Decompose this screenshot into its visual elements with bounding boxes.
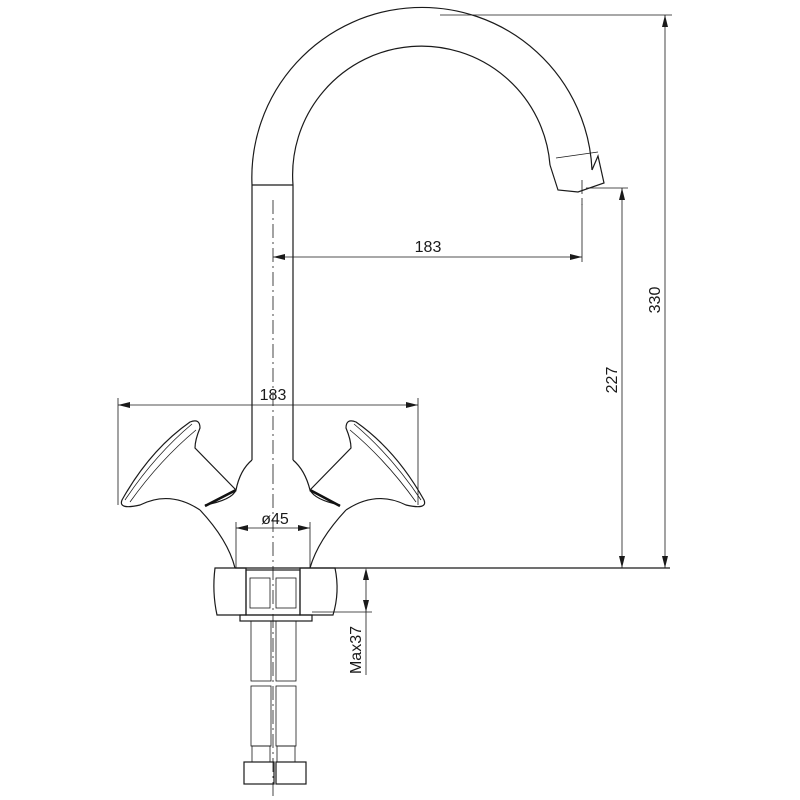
spout-reach-label: 183 [415, 239, 442, 256]
dimension-handle-span: 183 [117, 387, 419, 505]
dimension-spout-reach: 183 [273, 200, 583, 262]
dimension-max-counter: Max37 [312, 568, 372, 675]
dimension-spout-height: 227 [586, 187, 628, 568]
spout-height-label: 227 [604, 367, 621, 394]
countertop [213, 567, 670, 622]
handle-span-label: 183 [260, 387, 287, 404]
base-diameter-label: ø45 [261, 511, 289, 528]
total-height-label: 330 [647, 287, 664, 314]
spout [251, 6, 605, 470]
left-handle [120, 420, 237, 511]
dimension-total-height: 330 [440, 14, 672, 568]
supply-hoses [243, 620, 307, 785]
right-handle [309, 420, 426, 511]
valve-body [199, 459, 347, 800]
max-counter-label: Max37 [348, 626, 365, 674]
dimension-base-diameter: ø45 [235, 511, 311, 568]
